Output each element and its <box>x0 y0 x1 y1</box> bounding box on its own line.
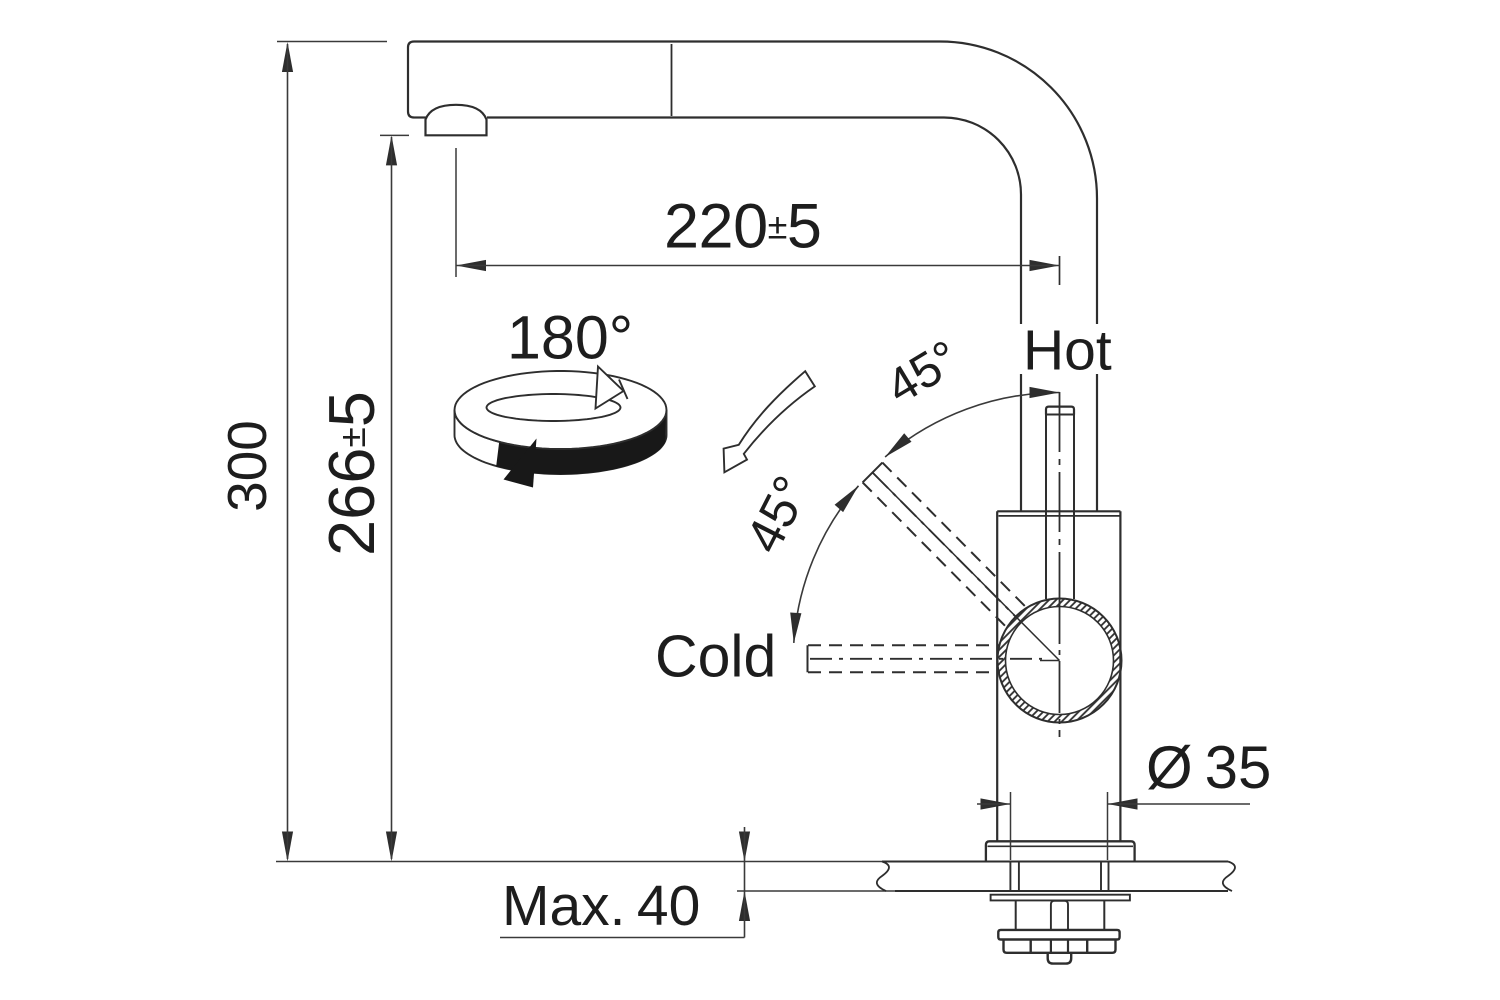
svg-text:Cold: Cold <box>655 624 776 690</box>
svg-text:Max. 40: Max. 40 <box>502 874 700 938</box>
svg-text:266±5: 266±5 <box>315 391 388 556</box>
svg-text:180°: 180° <box>507 304 633 372</box>
svg-text:Hot: Hot <box>1023 319 1112 383</box>
svg-text:220±5: 220±5 <box>664 192 821 262</box>
svg-text:300: 300 <box>216 420 278 512</box>
svg-text:Ø 35: Ø 35 <box>1146 734 1271 801</box>
